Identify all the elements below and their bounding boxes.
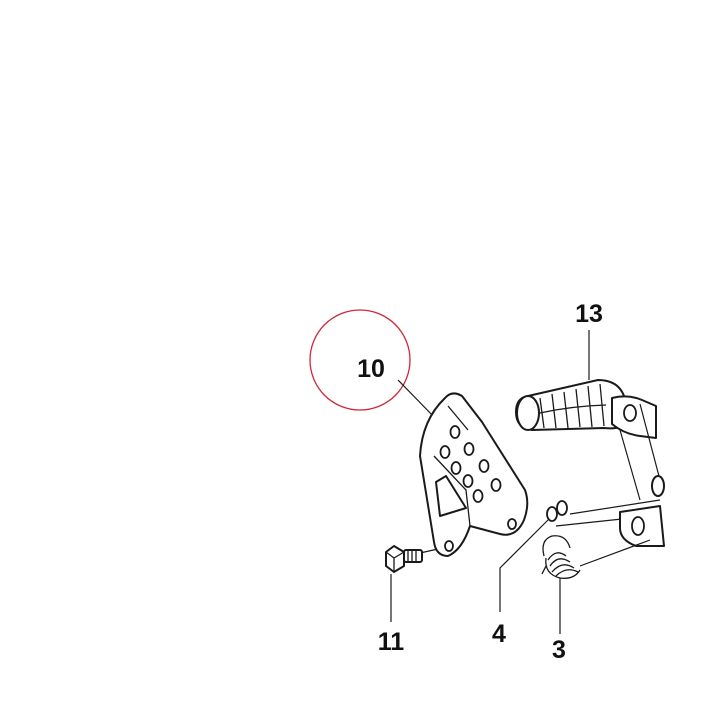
highlight-circle [309,309,411,411]
callout-3: 3 [552,636,566,664]
callout-10: 10 [357,355,385,383]
spring [541,535,581,579]
callout-4: 4 [492,620,506,648]
leader-lines [390,330,590,634]
pivot-bracket [555,403,665,567]
callout-11: 11 [378,628,405,656]
bolt [385,545,423,573]
footpeg [515,379,657,439]
clip [546,500,568,522]
callout-13: 13 [575,300,603,328]
heel-plate [419,392,529,557]
